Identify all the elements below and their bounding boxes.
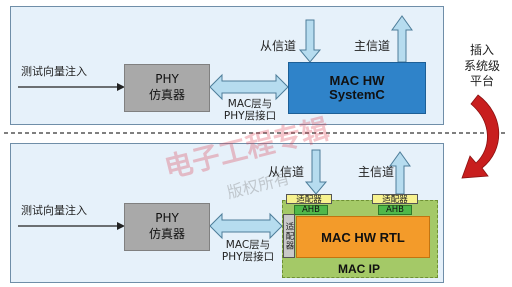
top-slave-channel-arrow (298, 19, 322, 63)
bottom-adapter-top-right: 适配器 (372, 194, 418, 205)
bottom-slave-channel-arrow (304, 149, 328, 195)
top-iface-line2: PHY层接口 (223, 110, 277, 123)
insert-line3: 平台 (469, 74, 494, 89)
insert-platform-label: 插入 系统级 平台 (456, 43, 508, 90)
bottom-iface-label: MAC层与 PHY层接口 (220, 239, 276, 263)
bottom-ahb-right: AHB (378, 205, 412, 215)
top-slave-channel-label: 从信道 (260, 39, 297, 53)
top-phy-line1: PHY (155, 72, 179, 87)
bottom-iface-line2: PHY层接口 (221, 251, 275, 264)
top-iface-label: MAC层与 PHY层接口 (222, 98, 278, 122)
insert-line1: 插入 (469, 43, 494, 57)
top-mac-line1: MAC HW (329, 72, 385, 88)
mac-ip-label: MAC IP (338, 262, 380, 276)
top-mac-systemc-box: MAC HW SystemC (288, 62, 426, 114)
bottom-iface-line1: MAC层与 (225, 239, 271, 251)
insert-line2: 系统级 (463, 58, 500, 73)
bottom-adapter-top-left: 适配器 (286, 194, 332, 205)
bottom-adapter-side: 适配器 (283, 214, 295, 258)
top-master-channel-arrow (391, 15, 413, 63)
bottom-iface-double-arrow (209, 212, 283, 240)
insert-curved-arrow (461, 94, 500, 179)
bottom-input-arrowhead (117, 222, 125, 230)
top-mac-line2: SystemC (329, 87, 385, 102)
bottom-input-label: 测试向量注入 (21, 204, 87, 217)
top-phy-simulator-box: PHY 仿真器 (124, 64, 210, 112)
top-input-label: 测试向量注入 (21, 65, 87, 78)
bottom-ahb-left: AHB (294, 205, 328, 215)
bottom-master-channel-label: 主信道 (358, 165, 395, 179)
bottom-phy-line1: PHY (155, 211, 179, 226)
top-input-arrowhead (117, 83, 125, 91)
bottom-phy-line2: 仿真器 (148, 227, 185, 241)
top-master-channel-label: 主信道 (354, 39, 391, 53)
bottom-slave-channel-label: 从信道 (268, 165, 305, 179)
top-phy-line2: 仿真器 (148, 88, 185, 102)
top-iface-line1: MAC层与 (227, 98, 273, 110)
top-iface-double-arrow (209, 73, 289, 101)
bottom-phy-simulator-box: PHY 仿真器 (124, 203, 210, 251)
bottom-mac-rtl-box: MAC HW RTL (296, 216, 430, 258)
